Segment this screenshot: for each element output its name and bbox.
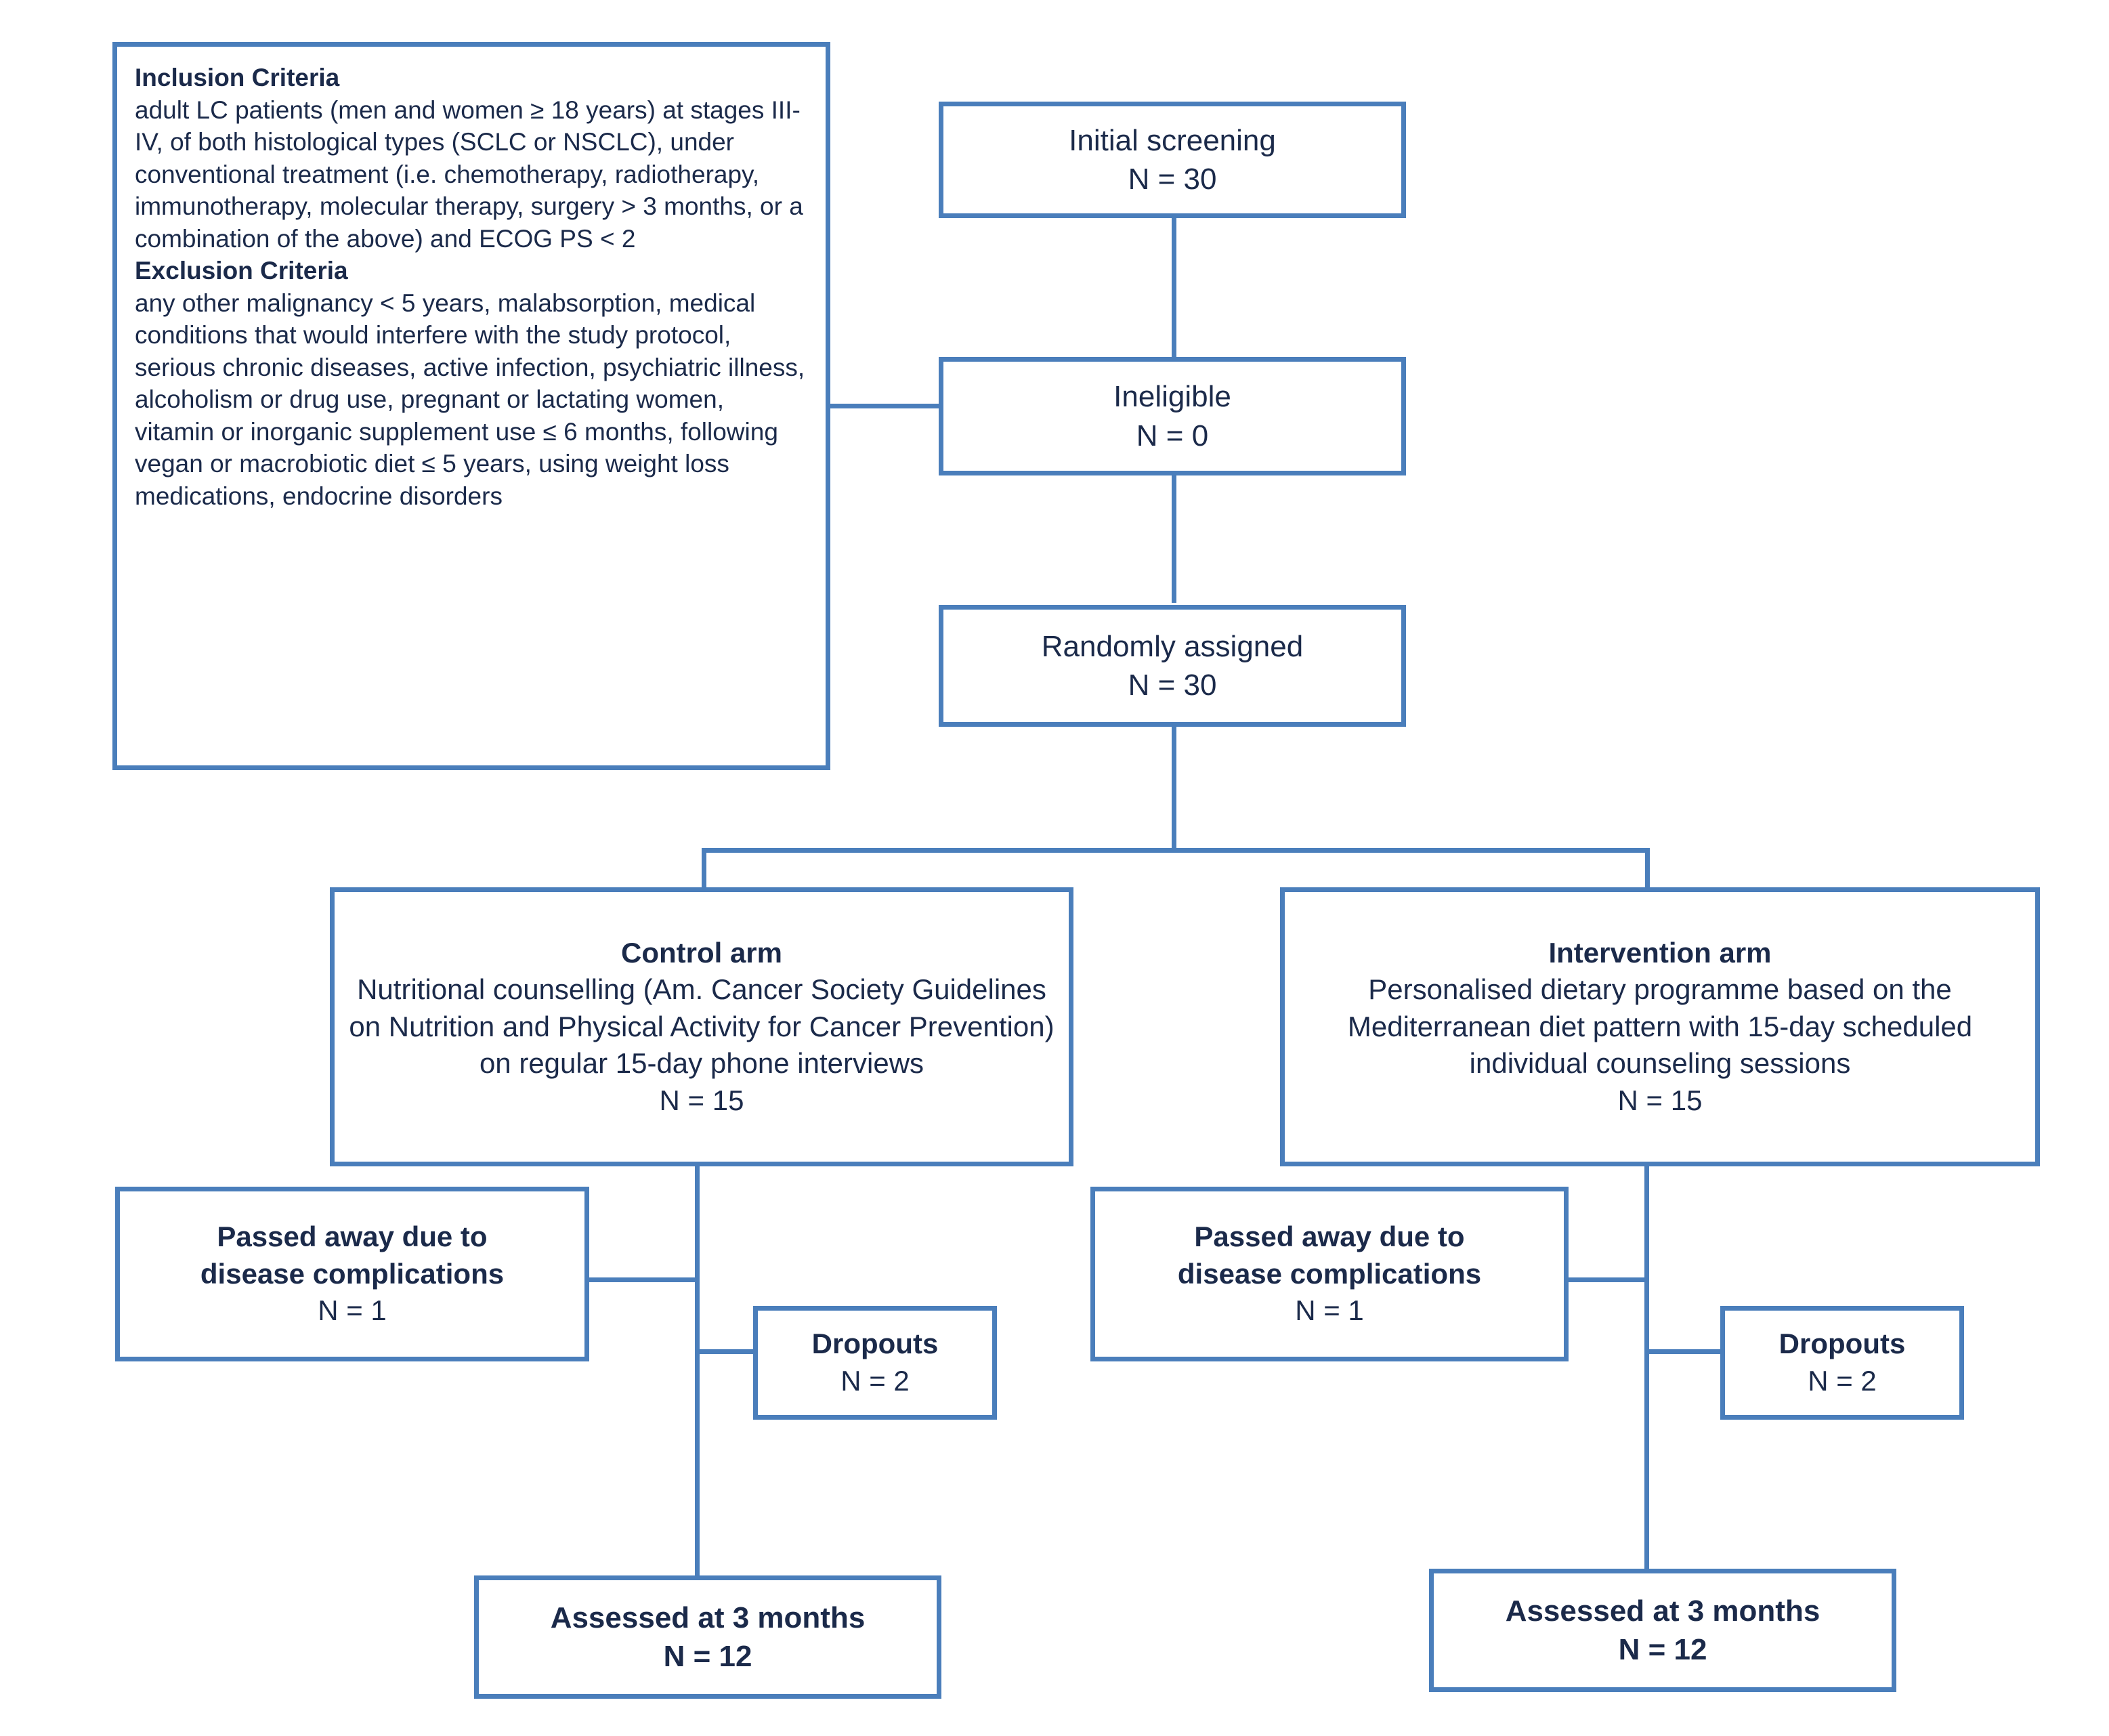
connector-ineligible-to-randomized (1172, 474, 1176, 603)
initial-screening-count: N = 30 (1128, 163, 1217, 196)
node-control-deaths: Passed away due to disease complications… (115, 1187, 589, 1361)
inclusion-criteria-heading: Inclusion Criteria (135, 64, 340, 91)
connector-intervention-to-dropouts (1644, 1349, 1724, 1354)
intervention-assessed-count: N = 12 (1618, 1633, 1707, 1666)
control-arm-description: Nutritional counselling (Am. Cancer Soci… (349, 973, 1054, 1080)
connector-control-spine (695, 1164, 700, 1580)
node-ineligible: Ineligible N = 0 (939, 357, 1406, 475)
randomly-assigned-count: N = 30 (1128, 669, 1217, 702)
node-intervention-dropouts: Dropouts N = 2 (1720, 1306, 1964, 1420)
eligibility-criteria-panel: Inclusion Criteria adult LC patients (me… (112, 42, 830, 770)
control-deaths-line2: disease complications (200, 1257, 505, 1290)
intervention-arm-description: Personalised dietary programme based on … (1347, 973, 1973, 1080)
ineligible-label: Ineligible (1113, 380, 1231, 414)
connector-arm-split-bus (702, 848, 1650, 853)
intervention-deaths-count: N = 1 (1295, 1294, 1364, 1327)
control-dropouts-label: Dropouts (811, 1328, 939, 1360)
intervention-deaths-line1: Passed away due to (1194, 1221, 1465, 1253)
node-initial-screening: Initial screening N = 30 (939, 102, 1406, 218)
connector-control-to-deaths (585, 1277, 699, 1282)
control-assessed-count: N = 12 (663, 1640, 752, 1673)
connector-randomized-down (1172, 725, 1176, 850)
node-randomly-assigned: Randomly assigned N = 30 (939, 605, 1406, 727)
intervention-arm-title: Intervention arm (1548, 936, 1772, 969)
node-control-dropouts: Dropouts N = 2 (753, 1306, 997, 1420)
initial-screening-label: Initial screening (1069, 123, 1276, 157)
control-dropouts-count: N = 2 (840, 1365, 910, 1397)
control-arm-title: Control arm (620, 936, 782, 969)
connector-criteria-to-ineligible (830, 404, 939, 408)
randomly-assigned-label: Randomly assigned (1041, 629, 1304, 663)
node-intervention-deaths: Passed away due to disease complications… (1090, 1187, 1569, 1361)
exclusion-criteria-heading: Exclusion Criteria (135, 257, 348, 285)
intervention-dropouts-count: N = 2 (1808, 1365, 1877, 1397)
intervention-dropouts-label: Dropouts (1778, 1328, 1906, 1360)
control-assessed-label: Assessed at 3 months (550, 1601, 866, 1634)
control-deaths-count: N = 1 (318, 1294, 387, 1327)
node-control-assessed: Assessed at 3 months N = 12 (474, 1575, 941, 1699)
connector-control-to-dropouts (695, 1349, 757, 1354)
intervention-arm-count: N = 15 (1617, 1084, 1703, 1116)
connector-intervention-to-deaths (1564, 1277, 1648, 1282)
intervention-deaths-line2: disease complications (1177, 1257, 1482, 1290)
connector-intervention-spine (1644, 1164, 1649, 1573)
exclusion-criteria-text: any other malignancy < 5 years, malabsor… (135, 289, 805, 510)
connector-bus-to-control-arm (702, 848, 706, 889)
ineligible-count: N = 0 (1136, 419, 1209, 452)
connector-screening-to-ineligible (1172, 217, 1176, 362)
connector-bus-to-intervention-arm (1645, 848, 1650, 889)
node-intervention-assessed: Assessed at 3 months N = 12 (1429, 1569, 1896, 1692)
control-arm-count: N = 15 (659, 1084, 744, 1116)
node-control-arm: Control arm Nutritional counselling (Am.… (330, 887, 1073, 1166)
intervention-assessed-label: Assessed at 3 months (1505, 1594, 1820, 1628)
node-intervention-arm: Intervention arm Personalised dietary pr… (1280, 887, 2040, 1166)
control-deaths-line1: Passed away due to (217, 1221, 488, 1253)
inclusion-criteria-text: adult LC patients (men and women ≥ 18 ye… (135, 96, 803, 253)
